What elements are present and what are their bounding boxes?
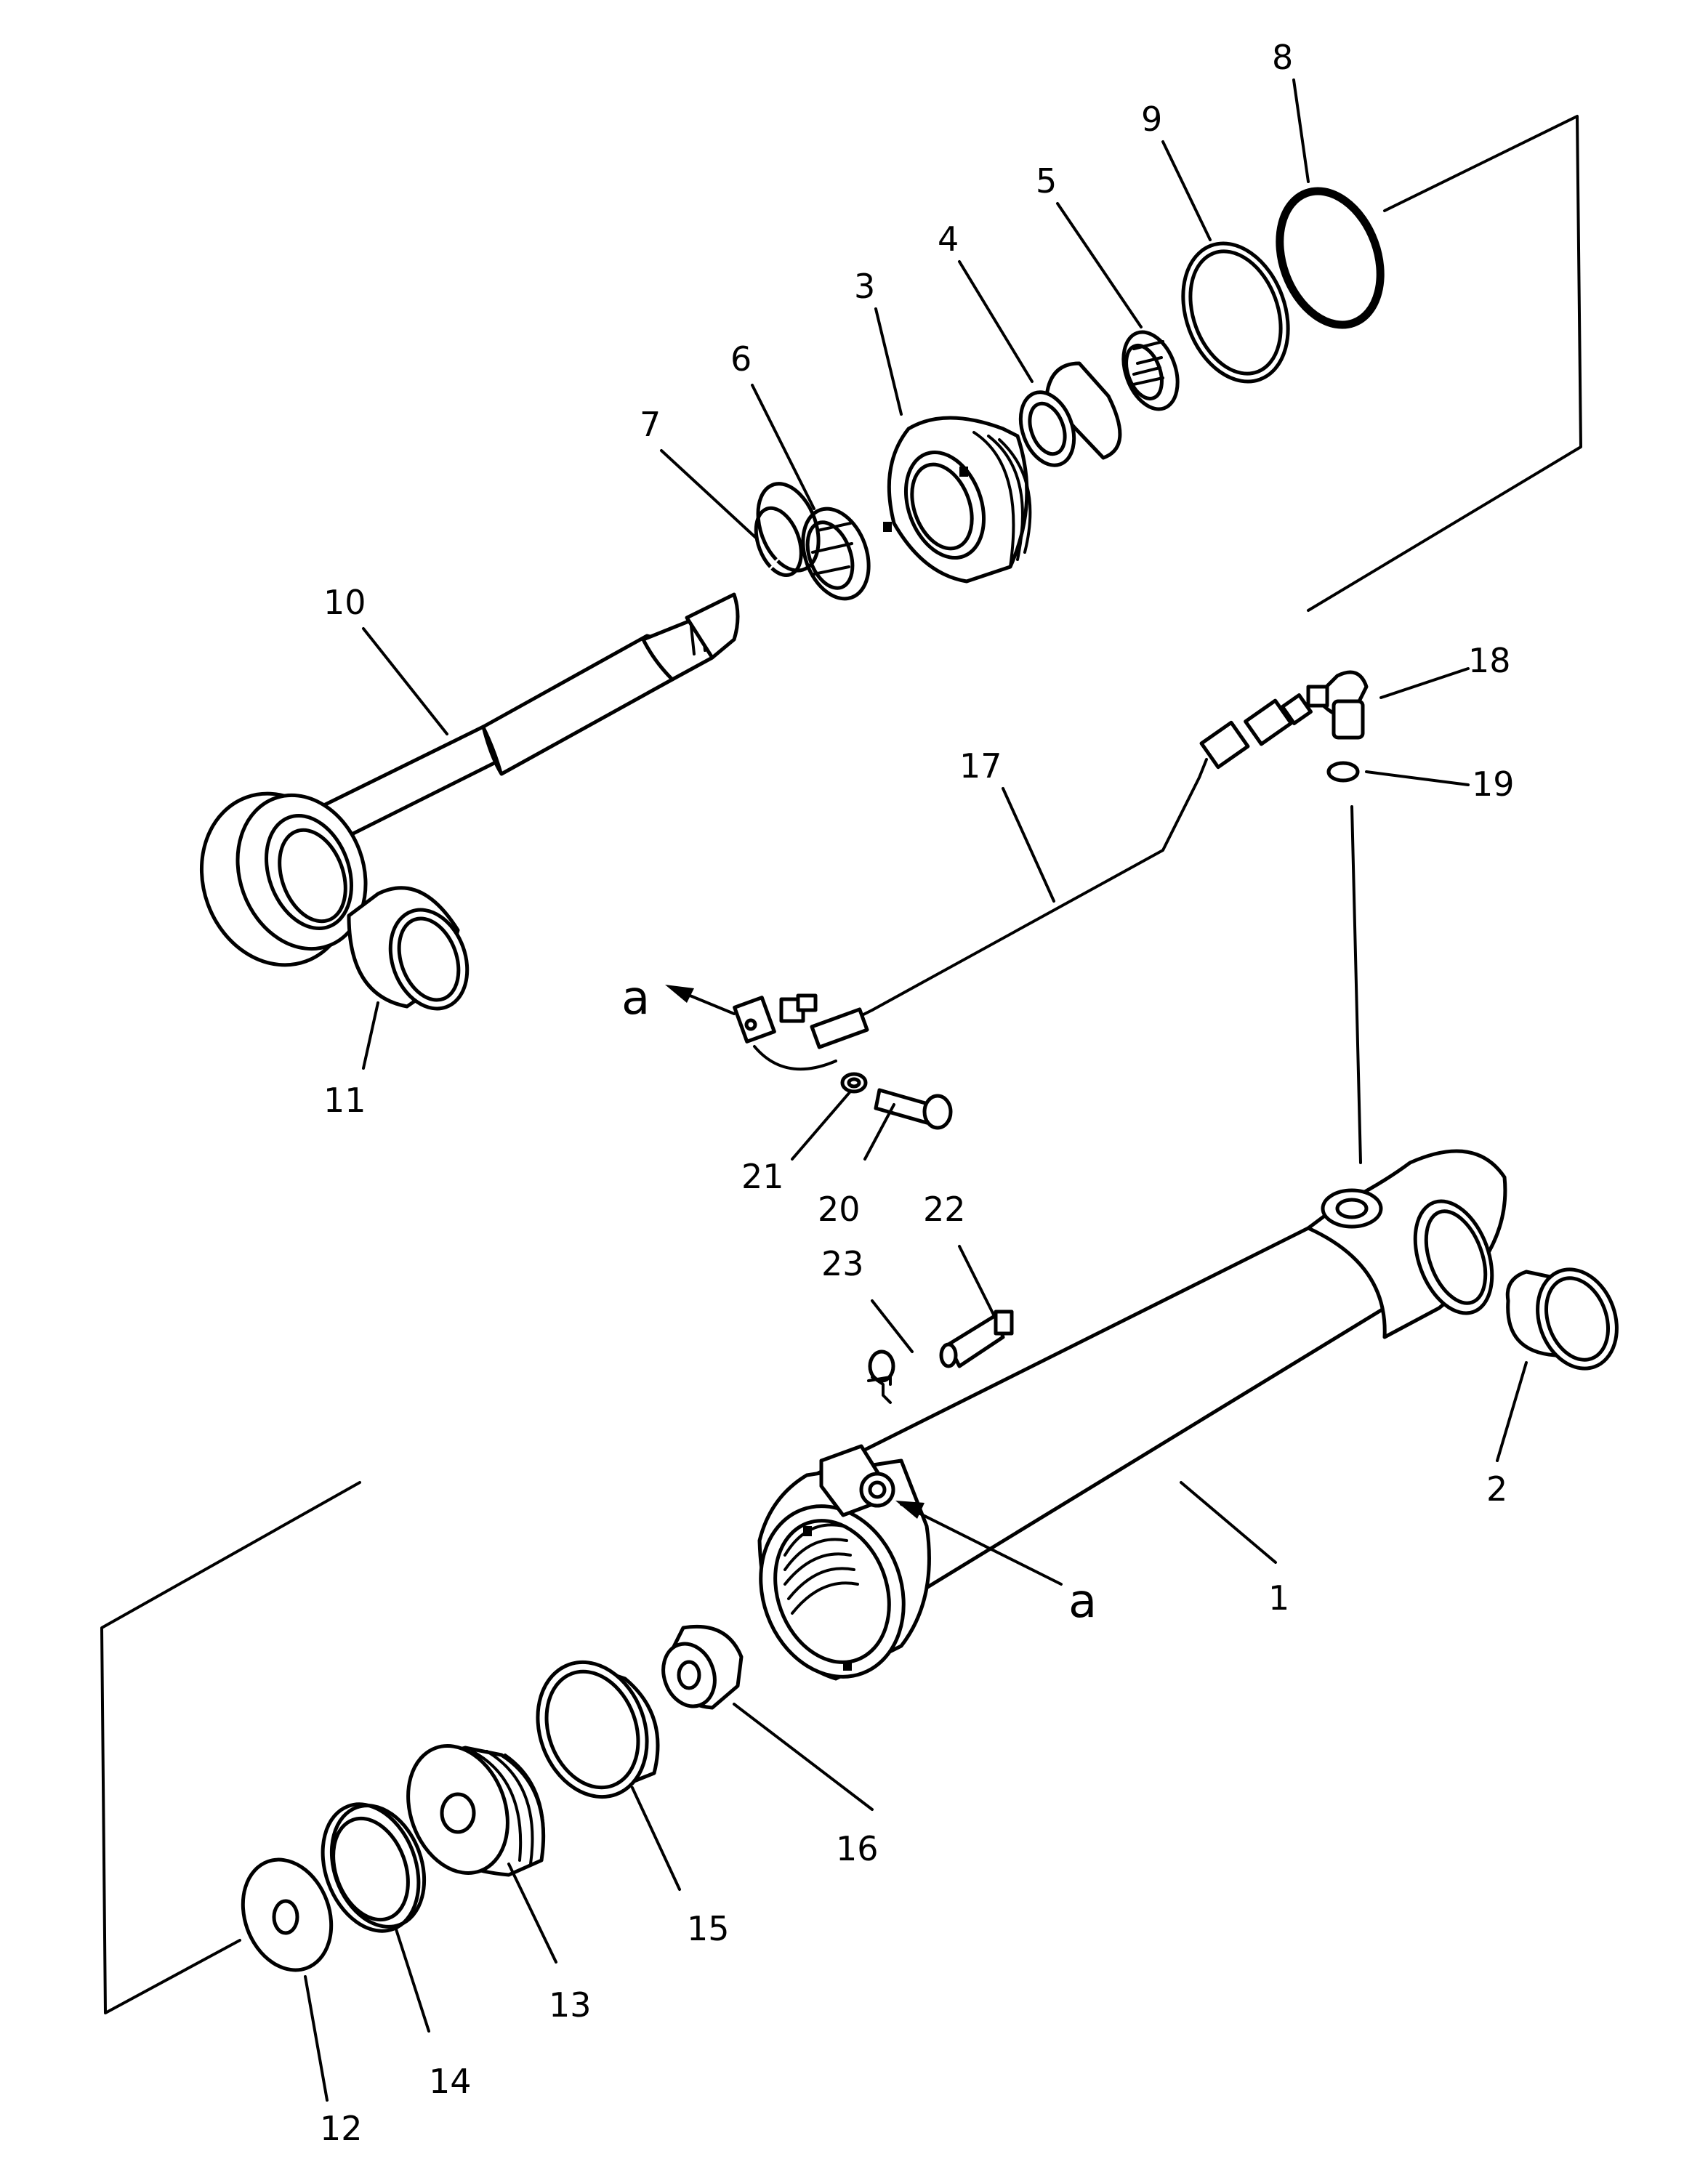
part-14-seal [321, 1802, 427, 1933]
marker-a-top: a [621, 972, 650, 1025]
leader-lines [304, 78, 1528, 2102]
label-part-1: 1 [1268, 1578, 1289, 1618]
part-8-o-ring [1276, 187, 1385, 329]
label-part-12: 12 [320, 2109, 363, 2148]
part-16-nut [661, 1624, 744, 1710]
arrowhead-a-top [665, 985, 694, 1003]
part-20-bolt [874, 1088, 953, 1130]
part-23-o-ring [868, 1349, 895, 1383]
label-part-6: 6 [730, 339, 752, 379]
label-part-9: 9 [1141, 100, 1162, 139]
label-part-2: 2 [1486, 1469, 1507, 1509]
part-17-tube [820, 693, 1313, 1033]
part-22-fitting [939, 1310, 1014, 1368]
clamp-assembly [733, 993, 869, 1071]
label-part-23: 23 [821, 1244, 864, 1283]
marker-a-bottom: a [1068, 1575, 1097, 1629]
label-part-22: 22 [923, 1190, 966, 1229]
arrow-a-bottom [900, 1503, 1063, 1586]
part-9-backup-ring [1181, 241, 1290, 384]
part-21-washer [840, 1072, 868, 1094]
label-part-20: 20 [818, 1190, 861, 1229]
label-part-21: 21 [741, 1157, 784, 1196]
arrowhead-a-bottom [895, 1501, 925, 1519]
part-18-elbow-fitting [1306, 670, 1369, 740]
label-part-18: 18 [1468, 641, 1511, 680]
label-part-19: 19 [1472, 764, 1515, 804]
part-19-o-ring [1326, 761, 1360, 783]
part-labels: 8 9 5 4 3 6 7 10 11 17 18 19 21 20 22 23… [320, 38, 1515, 2148]
part-11-bushing [347, 886, 470, 1011]
upper-group-bracket [1307, 115, 1582, 612]
part-10-piston-rod [199, 592, 740, 967]
part-4-bushing [1018, 361, 1122, 467]
label-part-13: 13 [549, 1985, 592, 2025]
part-6-bearing [801, 507, 871, 601]
part-1-cylinder-tube [757, 1149, 1507, 1681]
label-part-14: 14 [429, 2062, 472, 2101]
label-part-11: 11 [323, 1081, 366, 1120]
guide-line-22 [867, 1376, 892, 1386]
label-part-5: 5 [1036, 161, 1057, 201]
label-part-10: 10 [323, 583, 366, 622]
label-part-15: 15 [687, 1909, 730, 1948]
label-part-8: 8 [1272, 38, 1293, 77]
label-part-17: 17 [959, 746, 1002, 786]
guide-line-23 [871, 1376, 892, 1404]
part-12-washer [241, 1857, 334, 1972]
label-part-3: 3 [854, 267, 875, 306]
guide-line-19 [1350, 805, 1362, 1164]
label-part-7: 7 [640, 405, 661, 444]
part-13-piston [406, 1744, 546, 1877]
lower-group-bracket [100, 1481, 361, 2014]
label-part-16: 16 [836, 1829, 879, 1868]
part-5-seal [1121, 330, 1180, 411]
label-part-4: 4 [938, 219, 959, 259]
part-3-cylinder-head [883, 416, 1032, 584]
part-2-bushing [1505, 1267, 1619, 1371]
part-15-ring [536, 1660, 660, 1799]
